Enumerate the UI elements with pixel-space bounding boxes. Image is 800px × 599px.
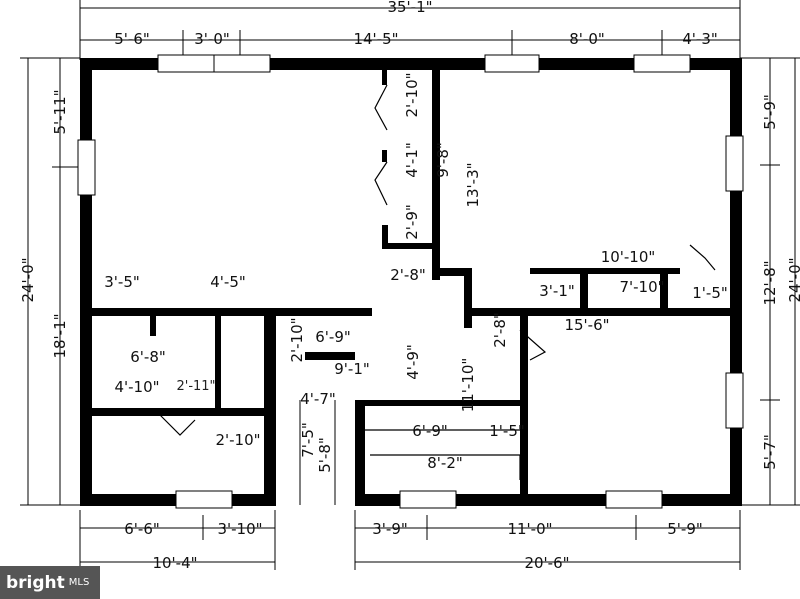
dim-top-5: 4'-3" [682, 30, 718, 48]
dim-left-total: 24'-0" [19, 257, 37, 302]
window-top-1 [157, 54, 215, 73]
dim-right-2: 12'-8" [761, 260, 779, 305]
dim-top-2: 3'-0" [194, 30, 230, 48]
dim-mid-g: 1'-5" [489, 422, 525, 440]
dim-closet-c: 2'-9" [403, 204, 421, 240]
dim-span-c: 15'-6" [564, 316, 609, 334]
dim-span-b: 7'-10" [619, 278, 664, 296]
dim-left-f: 2'-10" [215, 431, 260, 449]
dim-bottom-right-2: 11'-0" [507, 520, 552, 538]
watermark-brand: bright [6, 572, 65, 593]
dim-wall-run: 9'-8" [434, 142, 452, 178]
window-right-2 [725, 372, 744, 429]
window-bottom-2 [399, 490, 457, 509]
dim-bottom-right-1: 3'-9" [372, 520, 408, 538]
dim-bottom-right-total: 20'-6" [524, 554, 569, 572]
dim-top-4: 8'-0" [569, 30, 605, 48]
dim-overall-width: 35'-1" [387, 0, 432, 16]
dim-left-e: 2'-11" [176, 379, 215, 394]
dim-bottom-left-2: 3'-10" [217, 520, 262, 538]
door-swings [159, 84, 716, 480]
watermark-suffix: MLS [68, 577, 90, 588]
window-top-4 [633, 54, 691, 73]
dim-left-a: 3'-5" [104, 273, 140, 291]
dim-top-3: 14'-5" [353, 30, 398, 48]
window-bottom-3 [605, 490, 663, 509]
dim-mid-k: 3'-1" [539, 282, 575, 300]
brightmls-watermark: bright MLS [0, 566, 100, 599]
dim-mid-a: 9'-1" [334, 360, 370, 378]
dim-right-total: 24'-0" [786, 257, 800, 302]
window-top-2 [213, 54, 271, 73]
window-top-3 [484, 54, 540, 73]
dim-bottom-left-total: 10'-4" [152, 554, 197, 572]
dim-left-d: 4'-10" [114, 378, 159, 396]
dim-span-d: 1'-5" [692, 284, 728, 302]
dim-mid-d: 5'-8" [316, 437, 334, 473]
interior-dimensions: 2'-10" 4'-1" 2'-9" 9'-8" 13'-3" 2'-8" 2'… [104, 72, 728, 472]
dim-closet-a: 2'-10" [403, 72, 421, 117]
dim-mid-b: 4'-7" [300, 390, 336, 408]
dim-hall-a: 2'-8" [390, 266, 426, 284]
dim-hall-b: 2'-10" [288, 317, 306, 362]
dim-mid-h: 11'-10" [459, 358, 477, 413]
dim-mid-c: 7'-5" [299, 422, 317, 458]
dim-bottom-right-3: 5'-9" [667, 520, 703, 538]
dim-right-3: 5'-7" [761, 434, 779, 470]
dim-hall-c: 6'-9" [315, 328, 351, 346]
dim-mid-i: 2'-8" [491, 312, 509, 348]
window-right-1 [725, 135, 744, 192]
dim-left-c: 6'-8" [130, 348, 166, 366]
dim-left-2: 18'-1" [51, 313, 69, 358]
windows [77, 54, 744, 509]
window-left [77, 139, 96, 196]
dim-mid-f: 8'-2" [427, 454, 463, 472]
dim-room-depth: 13'-3" [464, 162, 482, 207]
dim-bottom-left-1: 6'-6" [124, 520, 160, 538]
dim-right-1: 5'-9" [761, 94, 779, 130]
dim-closet-b: 4'-1" [403, 142, 421, 178]
dimension-lines [20, 0, 800, 570]
dim-left-b: 4'-5" [210, 273, 246, 291]
window-bottom-1 [175, 490, 233, 509]
dim-top-1: 5'-6" [114, 30, 150, 48]
dim-left-1: 5'-11" [51, 89, 69, 134]
dim-mid-j: 4'-9" [404, 344, 422, 380]
dim-span-a: 10'-10" [601, 248, 656, 266]
dim-mid-e: 6'-9" [412, 422, 448, 440]
